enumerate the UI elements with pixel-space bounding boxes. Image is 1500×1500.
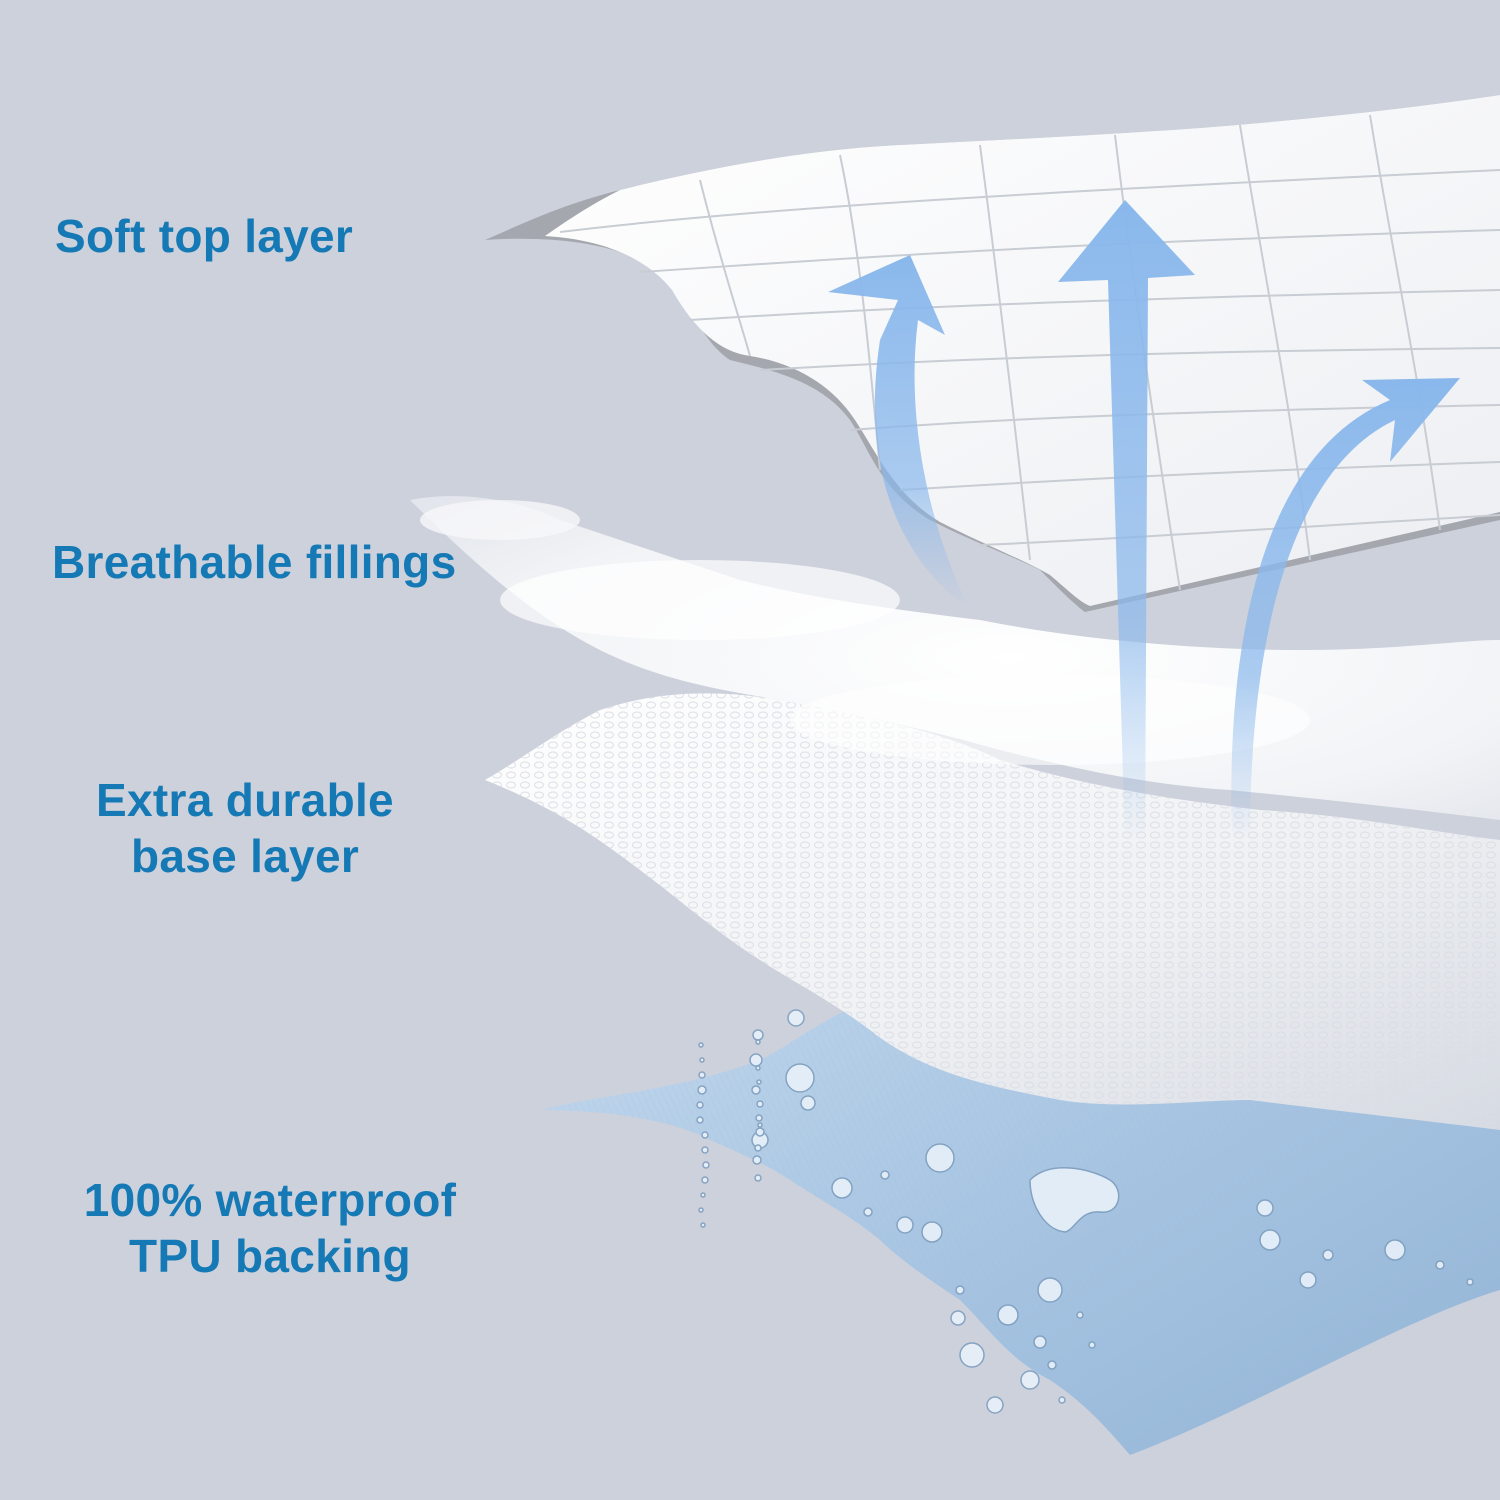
- airflow-arrow-center: [1058, 200, 1195, 840]
- top-layer: [485, 95, 1500, 612]
- base-layer: [485, 693, 1500, 1130]
- airflow-arrows: [828, 200, 1460, 840]
- label-extra-durable-base-layer: Extra durable base layer: [96, 774, 394, 882]
- airflow-arrow-left: [828, 255, 970, 610]
- label-waterproof-tpu-backing: 100% waterproof TPU backing: [83, 1174, 457, 1282]
- water-droplets: [696, 1009, 1474, 1414]
- label-breathable-fillings: Breathable fillings: [52, 536, 457, 588]
- filling-layer: [410, 496, 1500, 820]
- label-soft-top-layer: Soft top layer: [55, 210, 354, 262]
